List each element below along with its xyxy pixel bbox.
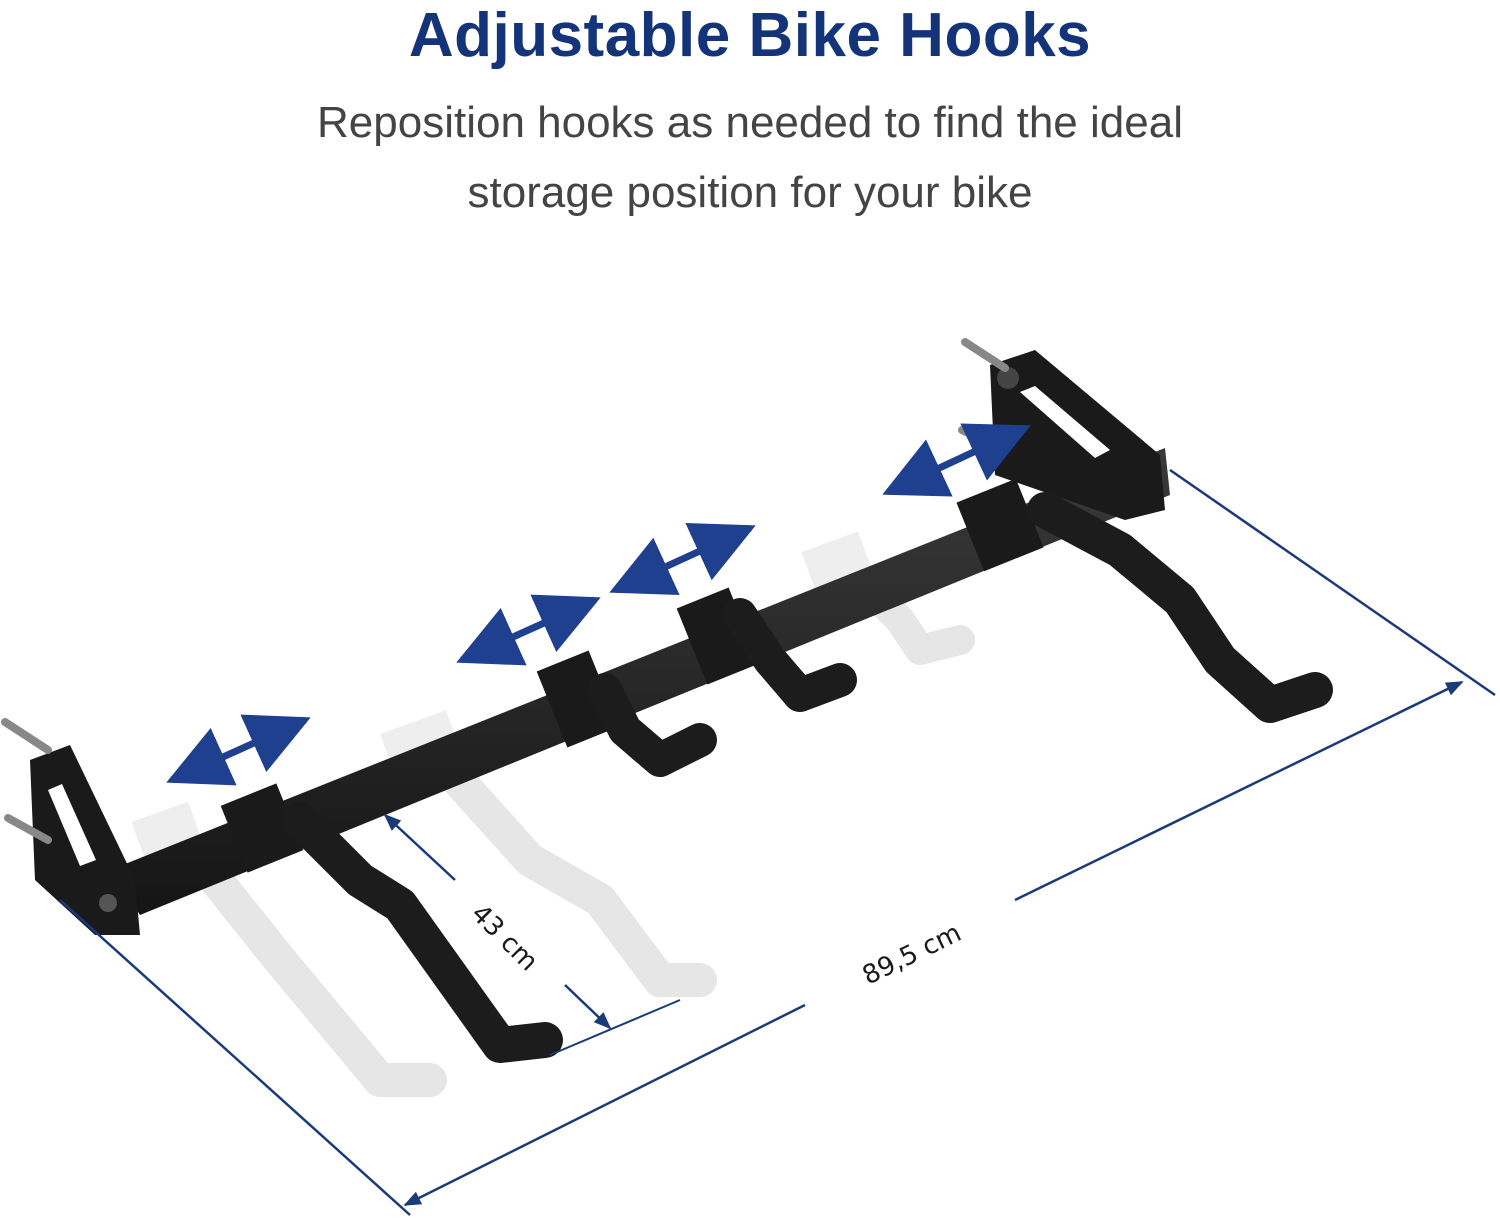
subtitle-line-1: Reposition hooks as needed to find the i… <box>317 98 1183 147</box>
hook-spacing-dimension <box>383 813 681 1056</box>
subtitle-line-2: storage position for your bike <box>467 168 1033 217</box>
bike-hook-1 <box>220 783 563 1063</box>
left-wall-screw-top <box>1 718 52 754</box>
total-length-label: 89,5 cm <box>858 918 966 991</box>
adjust-arrow-3 <box>609 523 756 595</box>
left-wall-bracket <box>30 745 140 935</box>
adjust-arrow-1 <box>166 714 311 786</box>
right-wall-screw-top <box>961 338 1009 372</box>
total-length-dimension <box>59 468 1496 1216</box>
left-wall-screw-bottom <box>4 814 52 844</box>
bike-hook-4 <box>956 478 1333 723</box>
rack-bar <box>110 448 1170 915</box>
bike-hook-2 <box>536 650 717 777</box>
hook-spacing-label: 43 cm <box>465 899 543 977</box>
page-subtitle: Reposition hooks as needed to find the i… <box>250 88 1250 228</box>
adjust-arrow-2 <box>456 594 601 666</box>
bike-hook-3 <box>676 587 857 712</box>
page-title: Adjustable Bike Hooks <box>408 1 1092 70</box>
right-wall-bracket <box>990 350 1165 520</box>
adjust-arrow-4 <box>882 423 1031 497</box>
